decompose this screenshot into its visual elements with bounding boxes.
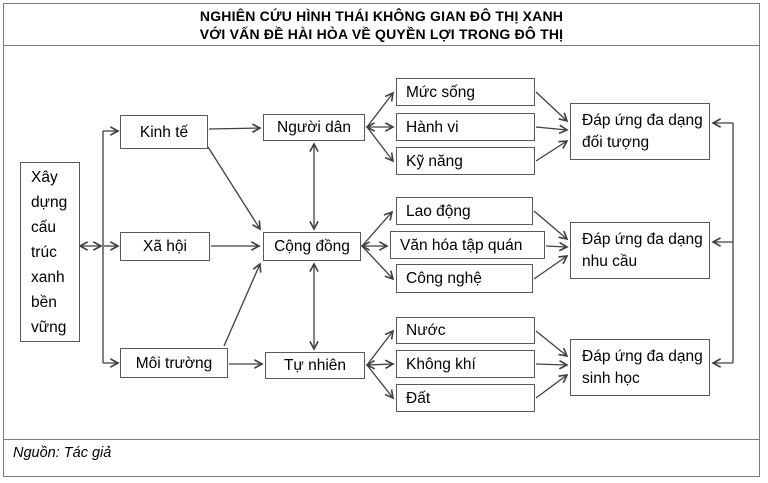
box-pillar-society: Xã hội [120,232,210,261]
title-line-2: VỚI VẤN ĐỀ HÀI HÒA VỀ QUYỀN LỢI TRONG ĐÔ… [199,25,564,42]
connector-mucsong-outcome1 [535,91,569,123]
box-factor-behavior: Hành vi [396,113,535,141]
connector-tunhien-dat [366,364,395,400]
page-title: NGHIÊN CỨU HÌNH THÁI KHÔNG GIAN ĐÔ THỊ X… [4,4,759,45]
box-pillar-economy: Kinh tế [120,115,208,149]
outer-frame [3,3,760,477]
connector-kinhte-nguoidan [208,123,262,133]
connector-kinhte-congdong [207,146,261,231]
box-actor-nature: Tự nhiên [265,352,365,379]
connector-hanhvi-outcome1 [535,124,569,135]
box-factor-labor: Lao động [396,197,533,225]
connector-congdong-laodong [361,210,394,247]
connector-congdong-congnghe [361,245,395,281]
box-outcome-diverse-needs: Đáp ứng đa dạng nhu cầu [570,222,710,279]
box-factor-culture-customs: Văn hóa tập quán [390,231,545,259]
box-outcome-diverse-objects: Đáp ứng đa dạng đối tượng [570,103,710,160]
box-actor-people: Người dân [263,114,365,141]
connector-moitruong-congdong [223,262,262,347]
title-divider [3,45,760,46]
connector-congnghe-outcome2 [533,255,569,280]
connector-nguoidan-kynang [366,126,395,163]
box-factor-skills: Kỹ năng [396,147,535,175]
connector-nguoidan-mucsong [366,91,395,128]
box-pillar-environment: Môi trường [120,348,228,378]
connector-kynang-outcome1 [535,140,569,162]
box-factor-technology: Công nghệ [396,264,533,293]
box-outcome-biodiversity: Đáp ứng đa dạng sinh học [570,339,710,396]
connector-tunhien-nuoc [366,329,395,366]
connector-nuoc-outcome3 [535,330,569,358]
source-note: Nguồn: Tác giả [13,445,112,461]
box-factor-air: Không khí [396,350,535,378]
box-root-green-structure: Xây dựng cấu trúc xanh bền vững [20,162,80,342]
box-factor-soil: Đất [396,384,535,412]
connector-laodong-outcome2 [533,210,569,241]
connector-vanhoa-outcome2 [545,241,569,252]
connector-khongkhi-outcome3 [535,359,569,370]
box-factor-living-standard: Mức sống [396,78,535,106]
connector-dat-outcome3 [535,373,569,399]
box-actor-community: Cộng đồng [263,232,361,261]
box-factor-water: Nước [396,317,535,344]
connector-tunhien-khongkhi [365,359,395,370]
source-divider [3,439,760,440]
title-line-1: NGHIÊN CỨU HÌNH THÁI KHÔNG GIAN ĐÔ THỊ X… [199,7,564,24]
